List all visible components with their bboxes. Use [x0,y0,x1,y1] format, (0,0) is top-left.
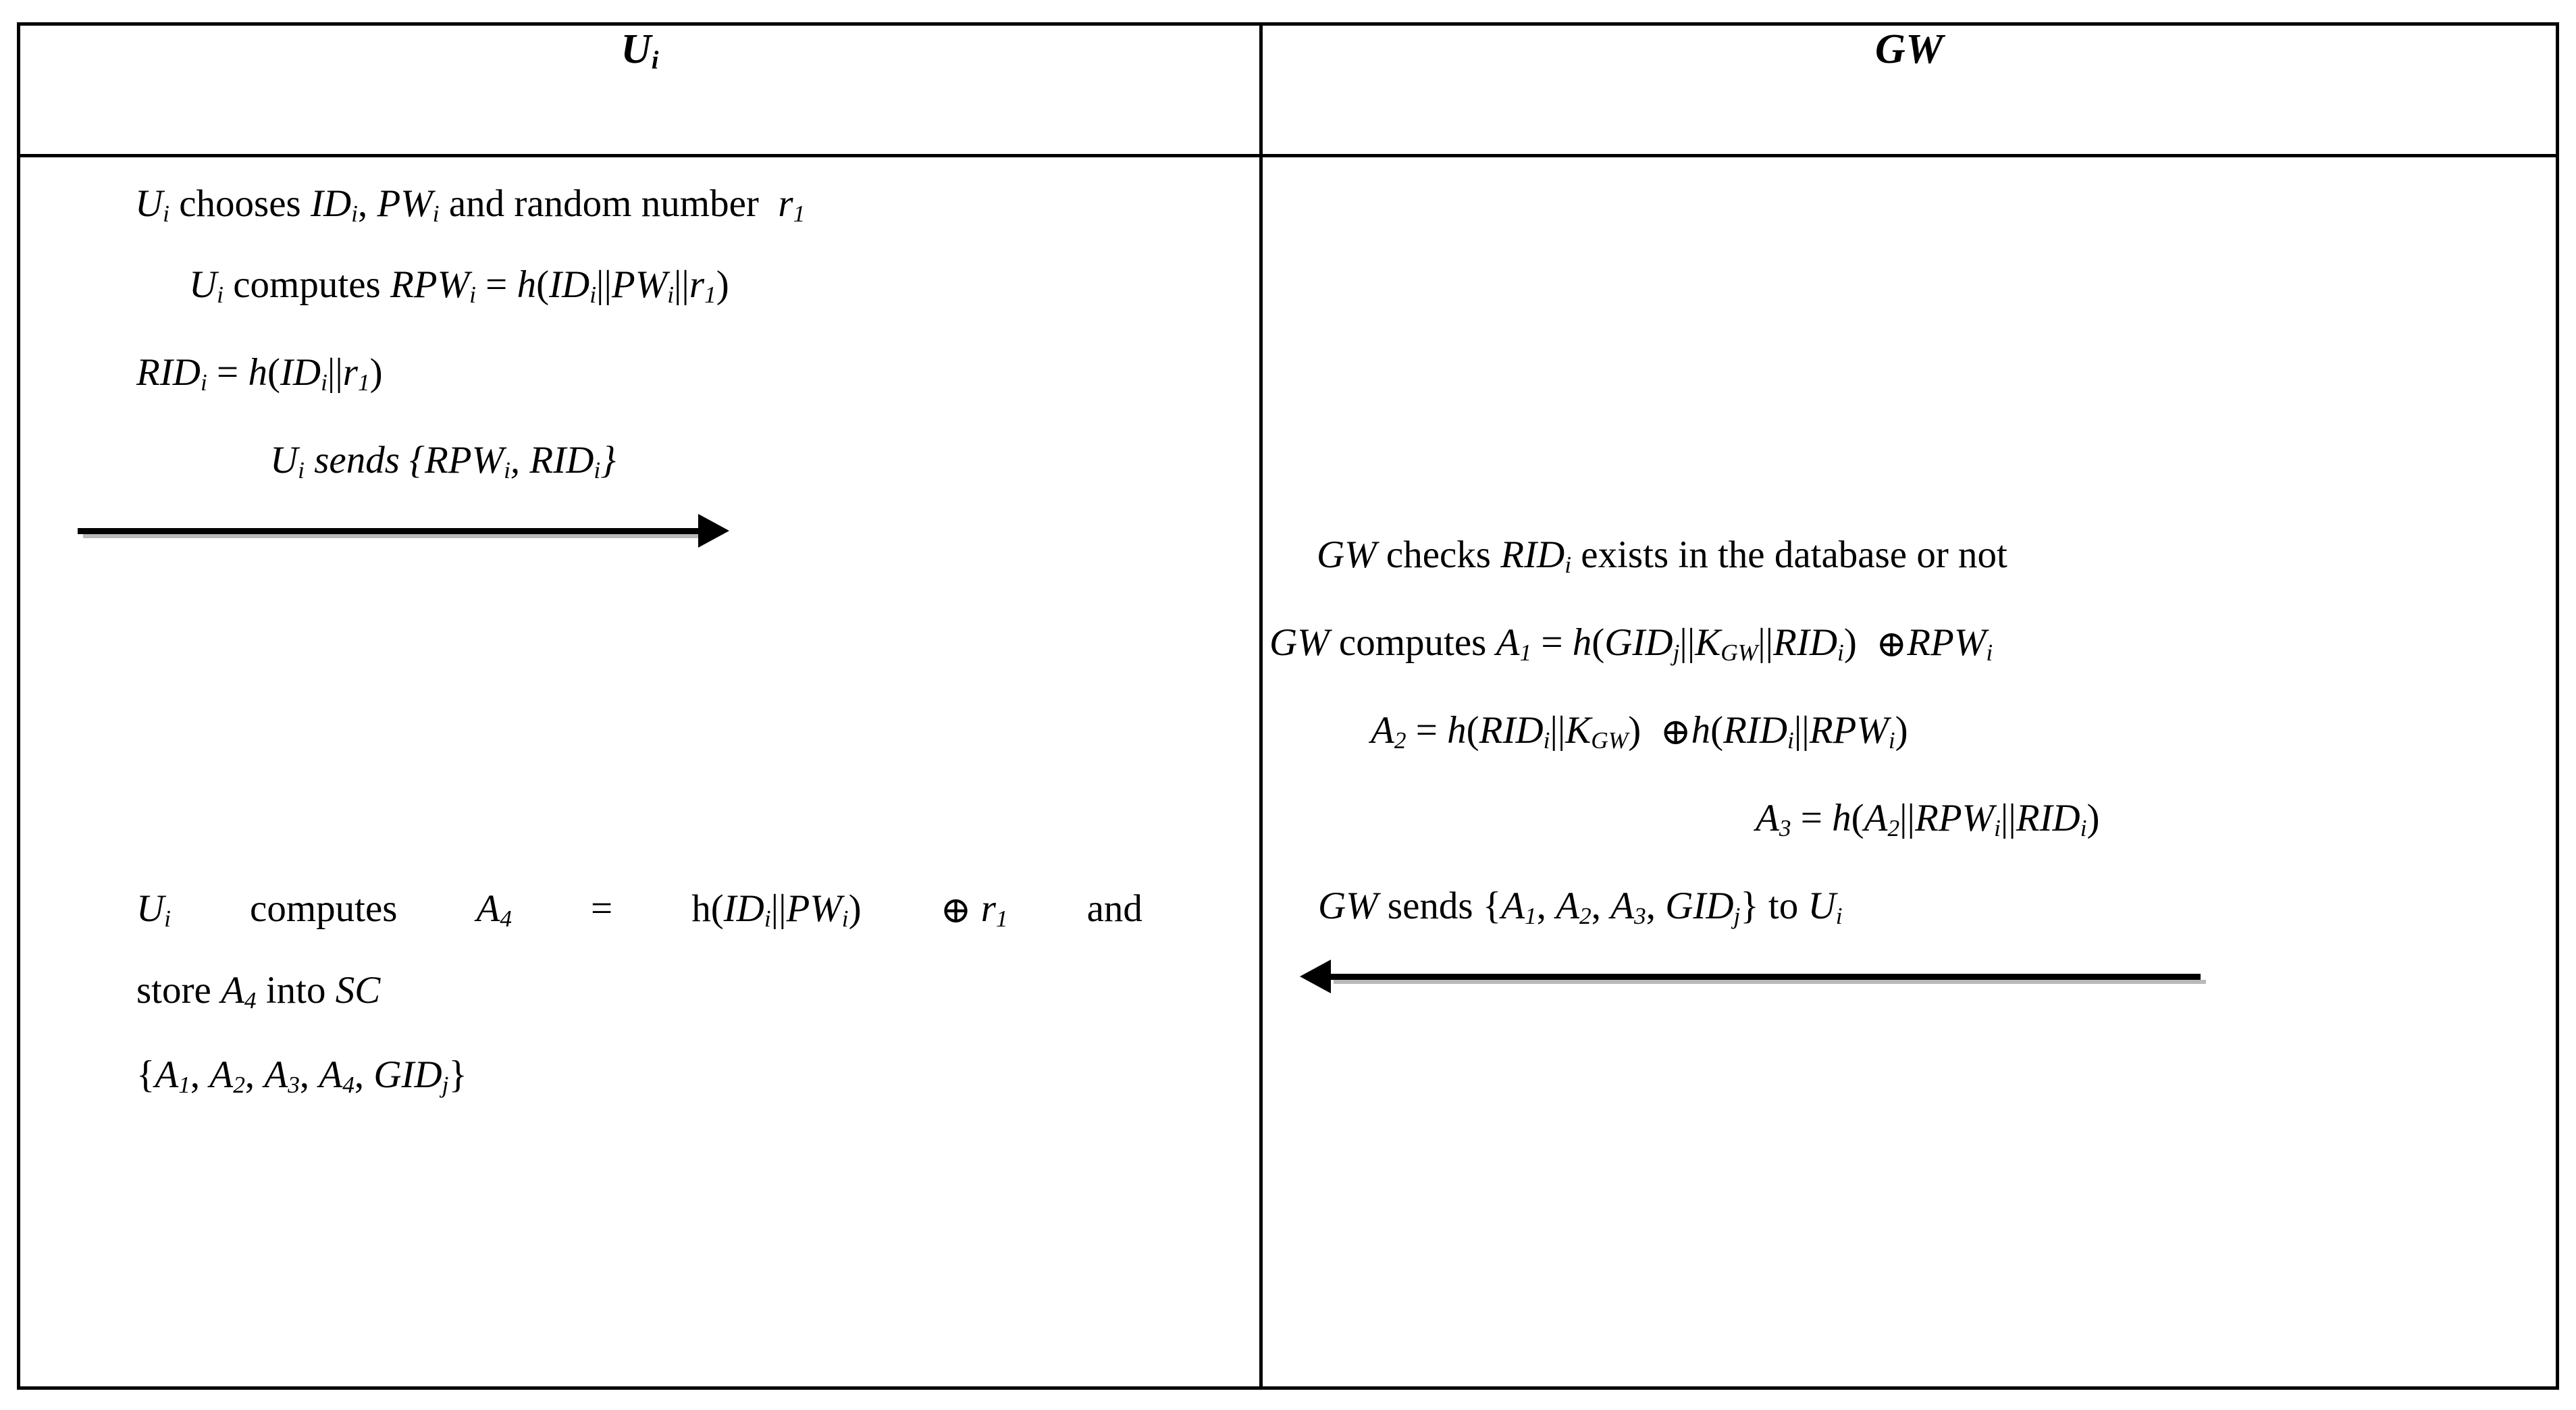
body-cell-user: Ui chooses IDi, PWi and random number r1… [17,154,1263,1390]
column-header-gateway-base: GW [1875,26,1943,72]
user-steps: Ui chooses IDi, PWi and random number r1… [20,157,1259,1386]
step-user-stored-set: {A1, A2, A3, A4, GIDj} [136,1053,467,1098]
protocol-table: Ui GW Ui chooses IDi, [17,22,2559,1390]
table-body-row: Ui chooses IDi, PWi and random number r1… [17,154,2559,1390]
step-user-store-a4: store A4 into SC [136,969,381,1014]
arrow-shaft [78,528,702,534]
arrow-shaft-shadow [1334,980,2206,984]
body-cell-gateway: GW checks RIDi exists in the database or… [1259,154,2559,1390]
step-gw-check-rid: GW checks RIDi exists in the database or… [1317,533,2007,578]
header-cell-gateway: GW [1259,22,2559,157]
column-header-user-base: U [621,26,652,72]
header-cell-user: Ui [17,22,1263,157]
gateway-steps: GW checks RIDi exists in the database or… [1263,157,2556,1386]
table-header-row: Ui GW [17,22,2559,157]
column-header-gateway: GW [1875,26,1943,74]
step-gw-compute-a2: A2 = h(RIDi||KGW) ⊕h(RIDi||RPWi) [1371,709,1908,754]
arrow-user-to-gw [78,514,729,548]
step-user-compute-rpw: Ui computes RPWi = h(IDi||PWi||r1) [189,263,729,308]
column-header-user-subscript: i [651,46,659,75]
arrow-head-right-icon [698,514,729,548]
step-user-compute-rid: RIDi = h(IDi||r1) [136,351,383,396]
arrow-head-left-icon [1300,960,1331,993]
step-user-choose: Ui chooses IDi, PWi and random number r1 [135,182,806,227]
step-gw-compute-a3: A3 = h(A2||RPWi||RIDi) [1756,797,2100,841]
arrow-shaft [1328,974,2201,980]
column-header-user: Ui [621,26,659,75]
arrow-gw-to-user [1300,960,2206,993]
step-user-compute-a4: Ui computes A4 = h(IDi||PWi) ⊕ r1 and [136,887,1142,932]
label-arrow-user-to-gw: Ui sends {RPWi, RIDi} [270,439,616,484]
arrow-shaft-shadow [83,534,708,538]
label-arrow-gw-to-user: GW sends {A1, A2, A3, GIDj} to Ui [1318,885,1843,929]
step-gw-compute-a1: GW computes A1 = h(GIDj||KGW||RIDi) ⊕RPW… [1269,621,1993,666]
